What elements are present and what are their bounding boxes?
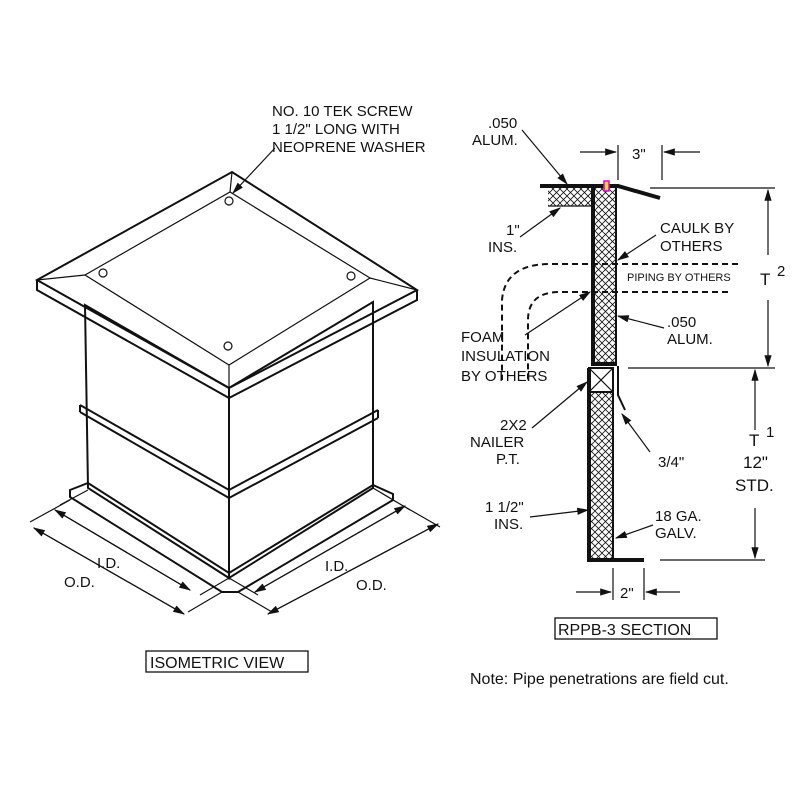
- foam-1: FOAM: [461, 329, 504, 346]
- body-band: [79, 404, 379, 500]
- t1-12: 12": [743, 453, 768, 472]
- t1-label: T: [749, 431, 759, 450]
- dim-id-right-rev: [253, 505, 406, 593]
- lower-wall-insulation: [589, 392, 612, 560]
- t1-std: STD.: [735, 476, 774, 495]
- nailer-1: 2X2: [500, 417, 527, 434]
- ins15-2: INS.: [494, 516, 523, 533]
- pipe-inner: [527, 291, 728, 380]
- leader-top-alum: [521, 129, 568, 185]
- note-text: Note: Pipe penetrations are field cut.: [470, 671, 729, 688]
- dim-3-label: 3": [632, 146, 646, 163]
- section-view: 3" T 2 T 1 12" STD. 2" .050 ALUM. 1" INS…: [461, 115, 785, 640]
- top-alum-1: .050: [488, 115, 517, 132]
- right-od-label: O.D.: [356, 577, 387, 594]
- cap-edge: [36, 280, 418, 400]
- dim-id-left-rev: [53, 509, 191, 591]
- section-title-box: [554, 617, 718, 640]
- galv-1: 18 GA.: [655, 508, 702, 525]
- nailer-2: NAILER: [470, 434, 524, 451]
- screw-note-3: NEOPRENE WASHER: [272, 139, 426, 156]
- upper-wall-insulation: [593, 188, 615, 364]
- screw-leader: [232, 147, 276, 194]
- left-od-label: O.D.: [64, 574, 95, 591]
- top-insulation: [548, 188, 594, 206]
- t2-sup: 2: [777, 263, 785, 280]
- leader-caulk: [616, 234, 657, 261]
- dim-t-ext: [628, 187, 775, 561]
- foam-3: BY OTHERS: [461, 368, 547, 385]
- left-id-label: I.D.: [97, 555, 120, 572]
- mid-alum-2: ALUM.: [667, 331, 713, 348]
- dim-3-ext: [617, 145, 663, 180]
- dim-34-label: 3/4": [658, 454, 684, 471]
- body-left-face: [83, 303, 230, 580]
- leader-galv: [614, 524, 654, 539]
- ins1-2: INS.: [488, 239, 517, 256]
- leader-1-ins: [519, 207, 561, 238]
- caulk-bead: [603, 180, 610, 192]
- pipe-outer: [501, 263, 738, 380]
- nailer-3: P.T.: [496, 451, 520, 468]
- dim-ext-left: [29, 489, 230, 613]
- section-title: RPPB-3 SECTION: [558, 622, 691, 639]
- t1-sup: 1: [766, 424, 774, 441]
- screw-note-2: 1 1/2" LONG WITH: [272, 121, 400, 138]
- isometric-view: NO. 10 TEK SCREW 1 1/2" LONG WITH NEOPRE…: [29, 103, 441, 673]
- caulk-2: OTHERS: [660, 238, 723, 255]
- ins1-1: 1": [506, 222, 520, 239]
- galv-2: GALV.: [655, 525, 697, 542]
- leader-foam: [524, 291, 592, 336]
- nailer-cross: [588, 367, 614, 393]
- foam-2: INSULATION: [461, 348, 550, 365]
- isometric-title: ISOMETRIC VIEW: [150, 655, 285, 672]
- screw-note-1: NO. 10 TEK SCREW: [272, 103, 413, 120]
- isometric-title-box: [145, 650, 309, 673]
- caulk-1: CAULK BY: [660, 220, 734, 237]
- upper-wall-liner: [591, 188, 615, 366]
- piping-label: PIPING BY OTHERS: [627, 272, 731, 284]
- dim-2-ext: [612, 568, 645, 600]
- t2-label: T: [760, 270, 770, 289]
- counterflashing: [617, 366, 626, 411]
- ins15-1: 1 1/2": [485, 499, 524, 516]
- cap-lid: [83, 191, 372, 366]
- mid-alum-1: .050: [667, 314, 696, 331]
- cap-hips: [36, 171, 418, 388]
- leader-15-ins: [529, 507, 590, 518]
- top-alum-2: ALUM.: [472, 132, 518, 149]
- top-flashing: [540, 184, 661, 200]
- dim-od-left-rev: [32, 527, 185, 615]
- leader-34: [621, 413, 651, 453]
- dim-2-label: 2": [620, 585, 634, 602]
- dim-od-right-rev: [266, 523, 439, 615]
- leader-nailer: [531, 381, 588, 429]
- galv-curb: [587, 368, 644, 562]
- dim-ext-right: [228, 487, 441, 613]
- right-id-label: I.D.: [325, 558, 348, 575]
- screw-icons: [98, 196, 356, 351]
- base-flange: [69, 481, 394, 593]
- leader-mid-alum: [616, 315, 665, 329]
